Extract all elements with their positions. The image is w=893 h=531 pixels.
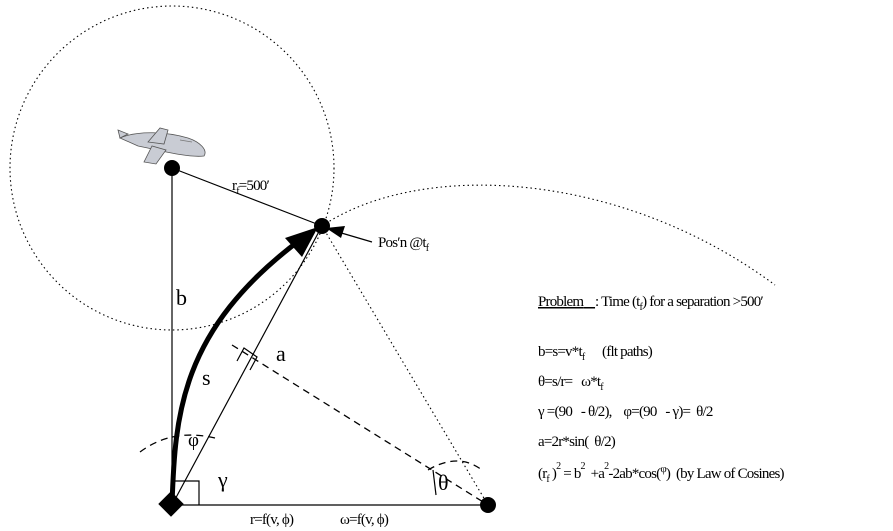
- phi-label: φ: [188, 430, 199, 451]
- s-label: s: [202, 365, 211, 390]
- right-angle-a: [236, 347, 258, 371]
- equation-5: (rf )2 = b2 +a2-2ab*cos(φ) (by Law of Co…: [538, 461, 784, 485]
- equation-3: γ =(90 - θ/2), φ=(90 - γ)= θ/2: [537, 404, 713, 420]
- equation-4: a=2r*sin( θ/2): [538, 434, 616, 450]
- theta-arc: [427, 460, 483, 471]
- bisector: [231, 344, 489, 506]
- posn-label: Pos′n @tf: [378, 235, 430, 254]
- pivot-point: [480, 497, 496, 513]
- equation-1: b=s=v*tf (flt paths): [538, 344, 653, 363]
- right-angle-gamma: [172, 480, 200, 505]
- posn-pointer-head: [326, 226, 345, 238]
- flight-arrow: [285, 227, 318, 257]
- line-rf: [171, 167, 323, 227]
- line-a: [171, 225, 323, 506]
- bottom-label-omega: ω=f(v, ϕ): [340, 512, 389, 528]
- origin-marker: [158, 491, 184, 517]
- gamma-label: γ: [217, 467, 228, 492]
- dotted-radius: [321, 225, 489, 506]
- start-point: [164, 160, 180, 176]
- problem-line: Problem : Time (tf) for a separation >50…: [538, 294, 763, 313]
- b-label: b: [176, 285, 187, 310]
- airplane-icon: [117, 127, 206, 165]
- flight-arc: [321, 184, 776, 286]
- a-label: a: [276, 341, 286, 366]
- separation-circle: [9, 5, 335, 331]
- rf-label: rf=500′: [232, 178, 269, 197]
- bottom-label-r: r=f(v, ϕ): [250, 512, 294, 528]
- theta-label: θ: [438, 470, 449, 495]
- posn-pointer-line: [337, 231, 373, 243]
- flight-path: [169, 237, 303, 508]
- posn-point: [314, 218, 330, 234]
- equation-2: θ=s/r= ω*tf: [538, 374, 604, 393]
- theta-tick: [432, 469, 437, 496]
